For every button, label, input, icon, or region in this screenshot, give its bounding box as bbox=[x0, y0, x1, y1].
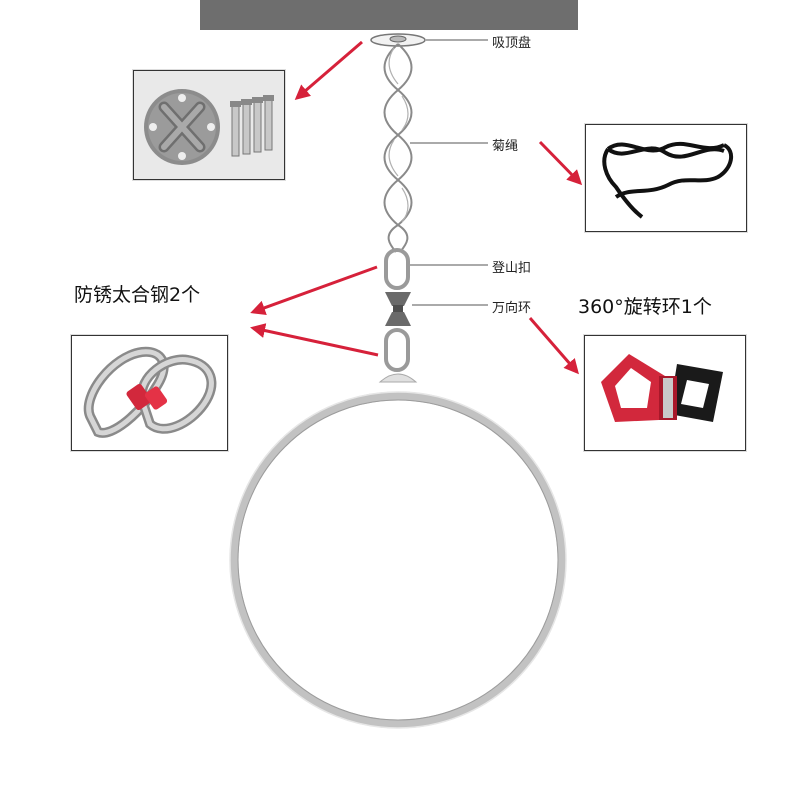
arrow-to-carabiner-photo bbox=[250, 323, 379, 357]
carabiner-bottom bbox=[384, 328, 410, 372]
daisy-chain bbox=[383, 43, 413, 253]
arrow-to-swivel-photo bbox=[528, 317, 579, 375]
swivel-joint bbox=[385, 292, 411, 326]
label-daisy-chain: 菊绳 bbox=[492, 139, 519, 154]
photo-swivel bbox=[584, 335, 746, 451]
ceiling-mount-plate bbox=[370, 33, 426, 47]
label-swivel: 万向环 bbox=[492, 301, 532, 316]
label-ceiling-mount: 吸顶盘 bbox=[492, 36, 532, 51]
ceiling-bar bbox=[200, 0, 578, 30]
carabiner-top bbox=[384, 248, 410, 290]
note-swivel: 360°旋转环1个 bbox=[578, 296, 712, 318]
photo-ceiling-mount bbox=[133, 70, 285, 180]
arrow-to-carabiner-note bbox=[250, 265, 378, 315]
photo-daisy-chain bbox=[585, 124, 747, 232]
photo-carabiners bbox=[71, 335, 228, 451]
note-carabiner: 防锈太合钢2个 bbox=[74, 284, 201, 306]
label-carabiner: 登山扣 bbox=[492, 261, 532, 276]
leader-lines bbox=[410, 39, 488, 306]
arrow-to-daisy-chain bbox=[538, 140, 583, 186]
callout-arrows bbox=[250, 40, 583, 375]
aerial-hoop bbox=[229, 373, 567, 729]
arrow-to-ceiling-mount bbox=[294, 40, 363, 100]
